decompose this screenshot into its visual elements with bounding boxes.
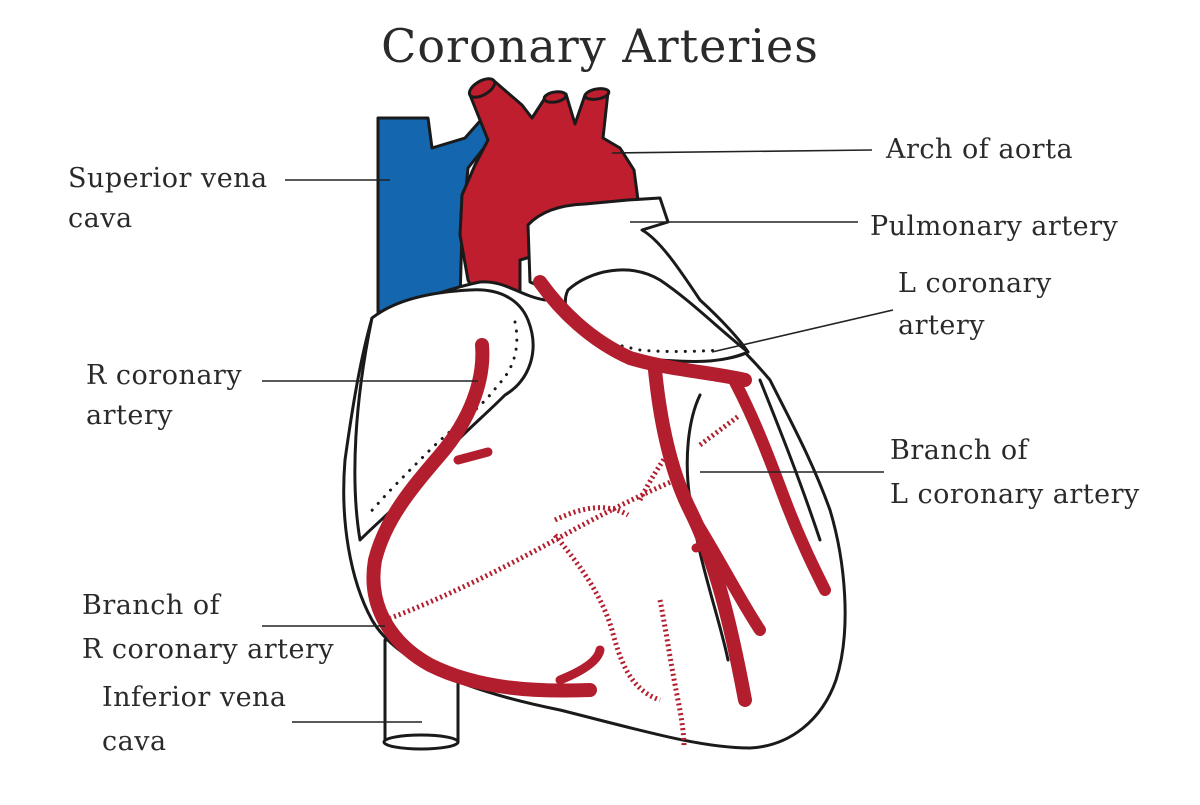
label-branch-l-coronary-line1: Branch of: [890, 435, 1030, 466]
coronary-arteries: [366, 275, 831, 707]
label-l-coronary-artery-line1: L coronary: [898, 268, 1052, 299]
posterior-branches: [379, 413, 742, 749]
label-r-coronary-artery-line1: R coronary: [86, 360, 242, 391]
labels: Superior vena cava R coronary artery Bra…: [68, 134, 1140, 757]
label-l-coronary-artery-line2: artery: [898, 310, 985, 341]
label-r-coronary-artery-line2: artery: [86, 400, 173, 431]
aorta: [458, 77, 642, 307]
label-inferior-vena-cava-line2: cava: [102, 726, 167, 757]
label-superior-vena-cava-line2: cava: [68, 203, 133, 234]
label-branch-r-coronary-line1: Branch of: [82, 590, 222, 621]
label-inferior-vena-cava-line1: Inferior vena: [102, 682, 287, 713]
label-branch-l-coronary-line2: L coronary artery: [890, 479, 1140, 510]
label-superior-vena-cava-line1: Superior vena: [68, 163, 268, 194]
label-pulmonary-artery: Pulmonary artery: [870, 211, 1119, 242]
label-arch-of-aorta: Arch of aorta: [885, 134, 1073, 165]
leader-lines: [262, 149, 894, 723]
diagram-title: Coronary Arteries: [381, 19, 819, 73]
label-branch-r-coronary-line2: R coronary artery: [82, 634, 334, 665]
